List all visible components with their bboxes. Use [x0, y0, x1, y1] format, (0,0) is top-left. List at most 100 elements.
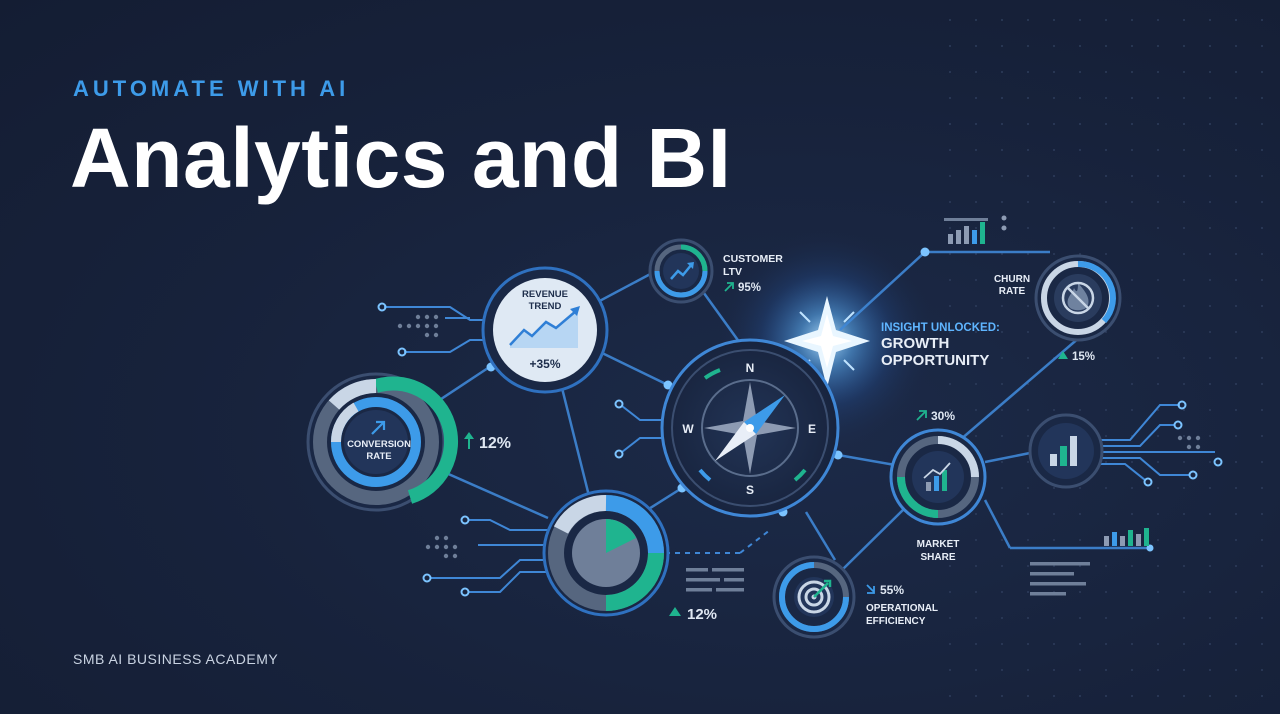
grid-dot [949, 383, 951, 385]
grid-dot [1053, 123, 1055, 125]
grid-dot [1001, 45, 1003, 47]
grid-dot [1105, 149, 1107, 151]
revenue-trend-label-2: TREND [529, 301, 562, 312]
node-pie-chart: 12% [542, 489, 717, 623]
pie-chart-value: 12% [687, 606, 717, 623]
grid-dot [975, 149, 977, 151]
grid-dot [1209, 539, 1211, 541]
grid-dot [1105, 435, 1107, 437]
grid-dot [1183, 253, 1185, 255]
grid-dot [1235, 383, 1237, 385]
grid-dot [1183, 591, 1185, 593]
grid-dot [975, 617, 977, 619]
grid-dot [1053, 383, 1055, 385]
grid-dot [1157, 695, 1159, 697]
grid-dot [1131, 643, 1133, 645]
grid-dot [1053, 513, 1055, 515]
grid-dot [1001, 357, 1003, 359]
grid-dot [1183, 383, 1185, 385]
grid-dot [1209, 279, 1211, 281]
grid-dot [1209, 97, 1211, 99]
grid-dot [1183, 357, 1185, 359]
grid-dot [1027, 513, 1029, 515]
grid-dot [949, 357, 951, 359]
grid-dot [1131, 513, 1133, 515]
grid-dot [1209, 201, 1211, 203]
grid-dot [1079, 669, 1081, 671]
grid-dot [1261, 565, 1263, 567]
target-icon [794, 577, 834, 617]
grid-dot [975, 513, 977, 515]
grid-dot [949, 617, 951, 619]
grid-dot [1183, 305, 1185, 307]
grid-dot [1183, 45, 1185, 47]
grid-dot [1183, 19, 1185, 21]
insight-kicker: INSIGHT UNLOCKED: [881, 322, 1000, 334]
grid-dot [1157, 643, 1159, 645]
grid-dot [1131, 71, 1133, 73]
grid-dot [1235, 279, 1237, 281]
operational-efficiency-value: 55% [880, 583, 904, 597]
grid-dot [1027, 617, 1029, 619]
grid-dot [1183, 565, 1185, 567]
grid-dot [1105, 175, 1107, 177]
grid-dot [1001, 643, 1003, 645]
grid-dot [1105, 591, 1107, 593]
junction-dots [486, 247, 1154, 552]
conversion-rate-label-1: CONVERSION [347, 439, 411, 450]
grid-dot [1157, 253, 1159, 255]
grid-dot [1079, 617, 1081, 619]
grid-dot [1027, 175, 1029, 177]
grid-dot [1079, 487, 1081, 489]
grid-dot [1053, 539, 1055, 541]
grid-dot [949, 305, 951, 307]
grid-dot [1261, 669, 1263, 671]
grid-dot [1027, 201, 1029, 203]
churn-rate-label-2: RATE [999, 286, 1026, 297]
grid-dot [1183, 669, 1185, 671]
grid-dot [1261, 123, 1263, 125]
grid-dot [1157, 565, 1159, 567]
grid-dot [1209, 643, 1211, 645]
grid-dot [1079, 591, 1081, 593]
grid-dot [975, 97, 977, 99]
grid-dot [1235, 305, 1237, 307]
grid-dot [949, 123, 951, 125]
grid-dot [1079, 695, 1081, 697]
grid-dot [1053, 253, 1055, 255]
grid-dot [1235, 19, 1237, 21]
grid-dot [949, 97, 951, 99]
grid-dot [1157, 331, 1159, 333]
grid-dot [1105, 487, 1107, 489]
grid-dot [1261, 175, 1263, 177]
grid-dot [1105, 643, 1107, 645]
grid-dot [1001, 71, 1003, 73]
grid-dot [1261, 305, 1263, 307]
insight-line-2: OPPORTUNITY [881, 352, 989, 369]
grid-dot [1157, 201, 1159, 203]
node-conversion-rate: CONVERSION RATE 12% [306, 372, 511, 512]
grid-dot [1157, 19, 1159, 21]
grid-dot [975, 539, 977, 541]
grid-dot [1157, 71, 1159, 73]
grid-dot [1209, 45, 1211, 47]
grid-dot [1105, 97, 1107, 99]
grid-dot [949, 331, 951, 333]
grid-dot [1261, 461, 1263, 463]
grid-dot [1131, 305, 1133, 307]
eyebrow-title: AUTOMATE WITH AI [73, 76, 350, 101]
grid-dot [1261, 591, 1263, 593]
grid-dot [1157, 175, 1159, 177]
grid-dot [1027, 435, 1029, 437]
grid-dot [1261, 409, 1263, 411]
grid-dot [1053, 617, 1055, 619]
grid-dot [1235, 539, 1237, 541]
market-share-label-2: SHARE [920, 552, 955, 563]
grid-dot [1157, 305, 1159, 307]
grid-dot [949, 45, 951, 47]
grid-dot [949, 149, 951, 151]
grid-dot [1209, 331, 1211, 333]
grid-dot [975, 19, 977, 21]
compass-north: N [746, 361, 755, 375]
grid-dot [1001, 149, 1003, 151]
